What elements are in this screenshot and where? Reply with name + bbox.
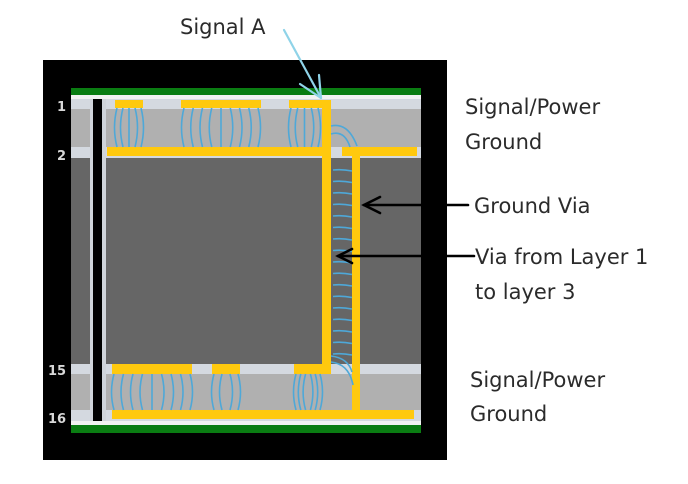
top-stack-label-line2: Ground — [465, 130, 542, 154]
field-line-via-gap — [332, 180, 353, 184]
field-line-via-gap — [332, 306, 353, 310]
field-line-via-gap — [332, 341, 353, 345]
field-line-top — [229, 107, 234, 148]
signal-via — [322, 100, 331, 372]
top-white-strip — [71, 95, 421, 99]
field-line-top — [113, 107, 118, 148]
field-line-bottom — [179, 373, 184, 411]
field-line-top — [247, 107, 253, 148]
field-line-via-gap — [332, 295, 353, 299]
layer-number-16: 16 — [48, 412, 66, 427]
field-line-via-gap — [332, 203, 353, 207]
field-line-bottom — [139, 373, 144, 411]
field-line-top — [208, 107, 213, 148]
bottom-stack-label-line1: Signal/Power — [470, 368, 605, 392]
field-line-top — [199, 107, 204, 148]
layer-number-15: 15 — [48, 364, 66, 379]
field-line-bottom — [160, 373, 165, 411]
field-line-bottom — [292, 373, 297, 411]
signal-via-label-line2: to layer 3 — [475, 280, 575, 304]
copper-pad-l15-b — [212, 364, 240, 374]
prepreg-top — [71, 109, 421, 147]
field-line-bottom — [297, 373, 302, 411]
ground-via-label: Ground Via — [474, 194, 591, 218]
field-line-top — [119, 107, 124, 148]
field-line-top — [310, 107, 315, 148]
copper-plane-l16 — [112, 410, 414, 419]
field-line-via-gap — [332, 352, 353, 356]
field-line-top — [294, 107, 299, 148]
copper-pad-l1-b — [181, 100, 261, 108]
core — [71, 158, 421, 364]
field-line-via-gap — [332, 191, 353, 195]
copper-pad-l1-c — [289, 100, 329, 108]
field-line-bottom — [229, 373, 234, 411]
ground-via-arrow — [361, 195, 470, 215]
layer-number-2: 2 — [57, 149, 66, 164]
field-line-via-gap — [332, 226, 353, 230]
signal-via-label-line1: Via from Layer 1 — [475, 245, 648, 269]
field-line-bottom — [314, 373, 319, 411]
field-line-top — [238, 107, 243, 148]
field-line-top — [287, 107, 292, 148]
field-line-arc — [330, 132, 351, 148]
field-line-arc — [330, 355, 353, 373]
field-line-top — [257, 107, 262, 148]
field-line-bottom — [189, 373, 194, 411]
copper-pad-l15-a — [112, 364, 192, 374]
copper-plane-l2-right — [342, 147, 417, 156]
field-line-bottom — [237, 373, 242, 411]
bottom-green-plane — [71, 425, 421, 433]
field-line-top — [317, 107, 322, 148]
signal-a-label: Signal A — [180, 15, 266, 39]
top-stack-label-line1: Signal/Power — [465, 95, 600, 119]
ground-via — [352, 147, 360, 419]
signal-a-arrow — [282, 28, 323, 100]
field-lines — [110, 107, 358, 411]
field-line-bottom — [129, 373, 134, 411]
field-line-bottom — [302, 373, 307, 411]
field-line-arc — [330, 361, 354, 386]
layer-15-band — [71, 364, 421, 374]
field-line-bottom — [218, 373, 223, 411]
field-line-bottom — [210, 373, 215, 411]
field-line-via-gap — [332, 283, 353, 287]
field-line-via-gap — [332, 168, 353, 172]
field-line-bottom — [319, 373, 324, 411]
field-line-via-gap — [332, 329, 353, 333]
prepreg-bottom — [71, 374, 421, 410]
field-line-bottom — [110, 373, 115, 411]
top-green-plane — [71, 88, 421, 95]
signal-via-arrow — [335, 247, 476, 265]
field-line-via-gap — [332, 237, 353, 241]
bottom-white-strip — [71, 421, 421, 425]
field-line-bottom — [120, 373, 125, 411]
left-black-bar — [93, 99, 102, 421]
field-line-top — [140, 107, 145, 148]
field-line-via-gap — [332, 214, 353, 218]
field-line-via-gap — [332, 318, 353, 322]
field-line-top — [189, 107, 195, 148]
layer-number-1: 1 — [57, 100, 66, 115]
field-line-via-gap — [332, 272, 353, 276]
field-line-bottom — [309, 373, 314, 411]
field-line-top — [180, 107, 185, 148]
copper-pad-l1-a — [115, 100, 143, 108]
field-line-bottom — [170, 373, 175, 411]
bottom-stack-label-line2: Ground — [470, 402, 547, 426]
field-line-top — [134, 107, 139, 148]
copper-pad-l15-c — [294, 364, 331, 374]
field-line-arc — [330, 124, 358, 147]
copper-plane-l2-left — [107, 147, 323, 156]
